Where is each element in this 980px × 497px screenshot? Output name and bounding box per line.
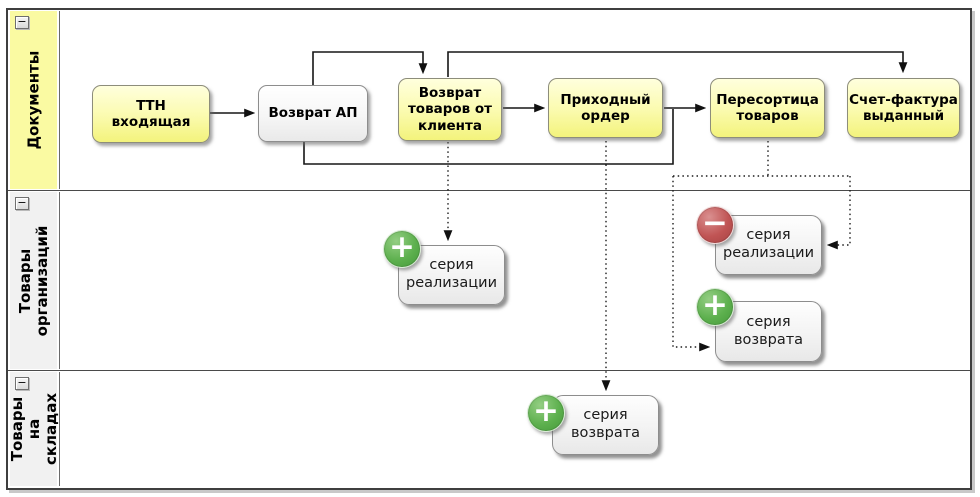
node-ttn-incoming[interactable]: ТТН входящая [92,85,210,143]
lane-documents-collapse-button[interactable]: − [15,16,29,29]
node-return-series-warehouse-plus-label: серия возврата [570,407,641,441]
node-goods-regrading[interactable]: Пересортица товаров [710,78,825,138]
node-ttn-incoming-label: ТТН входящая [111,97,191,130]
node-receipt-order[interactable]: Приходный ордер [548,78,663,138]
plus-icon: + [527,393,565,432]
lane-documents-header: − Документы [9,11,60,189]
node-sales-series-plus[interactable]: + серия реализации [383,229,505,305]
lane-org-goods-header-band [10,192,57,369]
node-sales-series-plus-label: серия реализации [405,257,497,291]
lane-org-goods-header: − Товары организаций [9,192,60,369]
lane-warehouse-goods-header: − Товары на складах [7,372,60,486]
node-return-ap-label: Возврат АП [268,105,358,122]
lane-documents-header-band [10,11,57,189]
node-invoice-issued-label: Счет-фактура выданный [849,91,958,124]
lane-warehouse-goods-header-band [10,372,57,486]
node-invoice-issued[interactable]: Счет-фактура выданный [847,78,960,138]
node-goods-regrading-label: Пересортица товаров [716,91,819,124]
minus-icon: − [696,205,734,244]
node-return-goods-from-client-label: Возврат товаров от клиента [407,84,493,134]
node-sales-series-minus-label: серия реализации [722,227,814,261]
plus-icon: + [696,287,734,326]
lane-org-goods-collapse-button[interactable]: − [15,197,29,210]
lane-documents-label: Документы [24,50,43,150]
node-return-series-org-plus-label: серия возврата [733,313,804,348]
node-receipt-order-label: Приходный ордер [560,91,651,124]
node-return-series-warehouse-plus[interactable]: + серия возврата [527,393,659,455]
lane-documents: − Документы [8,10,970,191]
node-return-series-org-plus[interactable]: + серия возврата [696,287,822,362]
lane-org-goods: − Товары организаций [8,191,970,371]
node-sales-series-minus[interactable]: − серия реализации [696,205,822,275]
node-return-ap[interactable]: Возврат АП [258,85,368,142]
lane-warehouse-goods-collapse-button[interactable]: − [15,377,29,390]
lane-warehouse-goods-label: Товары на складах [7,392,60,466]
lane-warehouse-goods: − Товары на складах [8,371,970,487]
plus-icon: + [383,229,421,268]
node-return-goods-from-client[interactable]: Возврат товаров от клиента [398,78,502,141]
lane-org-goods-label: Товары организаций [16,225,51,336]
